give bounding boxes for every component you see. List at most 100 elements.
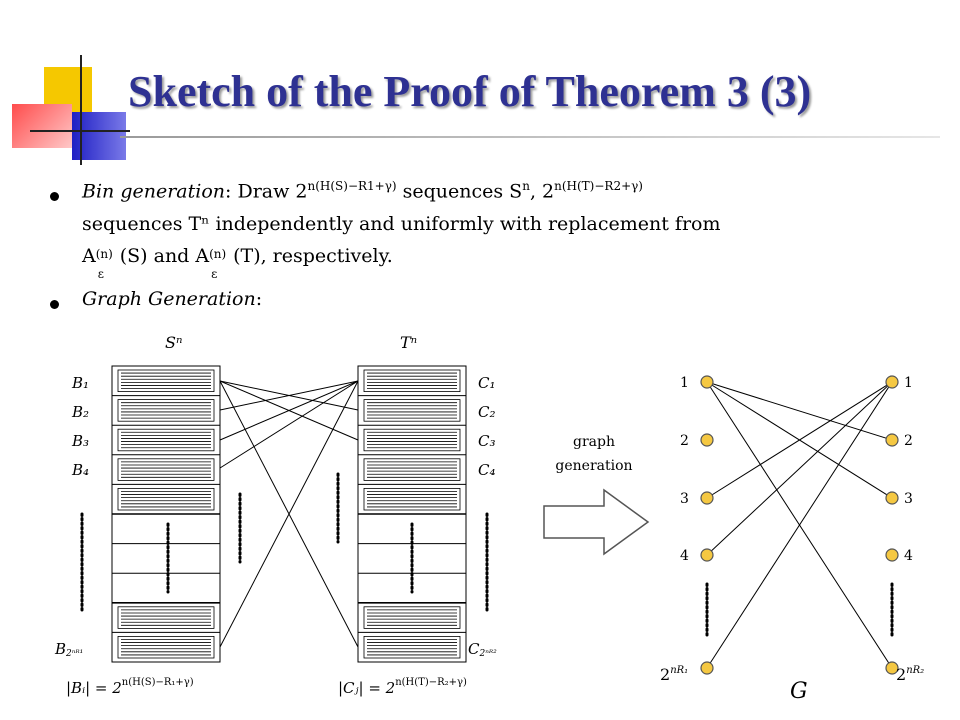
text: (S) and A	[119, 245, 210, 267]
right-node-label-last: 2nR₂	[896, 665, 924, 684]
right-last-exp: nR₂	[906, 665, 924, 676]
b-size-exp: n(H(S)−R₁+γ)	[122, 677, 194, 688]
bin-box	[117, 428, 215, 452]
logo-red-square	[12, 104, 72, 148]
left-node-label-last: 2nR₁	[660, 665, 688, 684]
exponent: n(H(T)−R2+γ)	[554, 179, 643, 193]
text: :	[255, 288, 263, 310]
right-node-1	[885, 375, 899, 389]
right-node-2	[885, 433, 899, 447]
t-column	[357, 365, 467, 663]
c-size: |Cⱼ| = 2	[338, 679, 395, 697]
slide-title: Sketch of the Proof of Theorem 3 (3)	[128, 67, 812, 116]
bullet-dot	[50, 300, 59, 309]
b-last-sub: 2ⁿᴿ¹	[65, 649, 83, 659]
bin-generation-line-2: sequences Tⁿ independently and uniformly…	[82, 213, 721, 235]
c-size-exp: n(H(T)−R₂+γ)	[395, 677, 467, 688]
graph-generation-label: Graph Generation	[82, 288, 256, 310]
bin-box	[363, 399, 461, 422]
bin-box	[117, 606, 215, 629]
graph-generation-line: Graph Generation:	[82, 290, 262, 309]
t-bins	[358, 369, 466, 659]
right-node-3	[885, 491, 899, 505]
title-underline	[120, 136, 940, 138]
c-label-1: C₁	[478, 374, 496, 392]
ellipsis-dots	[80, 472, 489, 612]
bin-box	[363, 428, 461, 452]
superscript: (n)	[95, 247, 113, 261]
graph-name: G	[790, 679, 808, 704]
bin-generation-line-1: Bin generation: Draw 2n(H(S)−R1+γ) seque…	[82, 180, 643, 201]
right-node-label-1: 1	[904, 375, 913, 391]
b-label-2: B₂	[71, 403, 89, 421]
text: : Draw 2	[225, 180, 308, 203]
right-node-label-2: 2	[904, 433, 913, 449]
right-node-4	[885, 548, 899, 562]
c-last-sub: 2ⁿᴿ²	[478, 649, 497, 659]
arrow-label-line-1: graph	[573, 434, 615, 450]
b-size: |Bᵢ| = 2	[66, 679, 122, 697]
s-column	[111, 365, 221, 663]
s-header: Sⁿ	[165, 333, 182, 352]
superscript: (n)	[209, 247, 227, 261]
bin-box	[117, 636, 215, 659]
bin-box	[117, 399, 215, 422]
exponent: n(H(S)−R1+γ)	[307, 179, 397, 193]
s-bins	[112, 369, 220, 659]
graph-generation-arrow	[543, 488, 650, 556]
bin-box	[363, 606, 461, 629]
right-node-last	[885, 661, 899, 675]
c-size-label: |Cⱼ| = 2n(H(T)−R₂+γ)	[338, 677, 467, 697]
graph-nodes	[700, 375, 899, 675]
left-node-1	[700, 375, 714, 389]
bin-generation-line-3: A(n)ε(S) and A(n)ε(T), respectively.	[82, 245, 393, 281]
left-node-4	[700, 548, 714, 562]
bin-box	[363, 369, 461, 393]
bullet-dot	[50, 192, 59, 201]
exponent: n	[522, 179, 530, 193]
graph-edges	[706, 381, 893, 669]
b-last: B	[54, 640, 66, 658]
b-size-label: |Bᵢ| = 2n(H(S)−R₁+γ)	[66, 677, 194, 697]
subscript: ε	[97, 267, 104, 281]
c-label-2: C₂	[478, 403, 496, 421]
t-header: Tⁿ	[400, 333, 417, 352]
bin-box	[363, 458, 461, 481]
bin-box	[117, 487, 215, 511]
b-label-last: B2ⁿᴿ¹	[54, 640, 83, 659]
left-node-label-3: 3	[680, 491, 689, 507]
text: (T), respectively.	[233, 245, 393, 267]
bin-box	[117, 369, 215, 393]
bin-box	[363, 636, 461, 659]
right-node-label-3: 3	[904, 491, 913, 507]
logo-horizontal-line	[30, 130, 130, 132]
bin-box	[117, 458, 215, 481]
b-label-3: B₃	[71, 432, 89, 450]
text: , 2	[529, 180, 555, 203]
b-label-4: B₄	[71, 461, 89, 479]
c-label-3: C₃	[478, 432, 496, 450]
left-node-last	[700, 661, 714, 675]
bin-box	[363, 487, 461, 511]
c-last: C	[468, 640, 480, 658]
arrow-label-line-2: generation	[555, 458, 632, 474]
b-label-1: B₁	[71, 374, 89, 392]
graph-ellipsis-dots	[705, 582, 894, 640]
logo-vertical-line	[80, 55, 82, 165]
text: A	[82, 245, 96, 267]
left-last-exp: nR₁	[670, 665, 688, 676]
text: sequences S	[396, 180, 523, 203]
bin-connections	[219, 380, 359, 648]
c-label-last: C2ⁿᴿ²	[468, 640, 497, 659]
right-last-base: 2	[896, 665, 906, 684]
left-node-3	[700, 491, 714, 505]
subscript: ε	[211, 267, 218, 281]
c-label-4: C₄	[478, 461, 496, 479]
left-node-2	[700, 433, 714, 447]
right-node-label-4: 4	[904, 548, 913, 564]
left-node-label-4: 4	[680, 548, 689, 564]
left-last-base: 2	[660, 665, 670, 684]
left-node-label-2: 2	[680, 433, 689, 449]
bin-generation-label: Bin generation	[82, 180, 226, 203]
